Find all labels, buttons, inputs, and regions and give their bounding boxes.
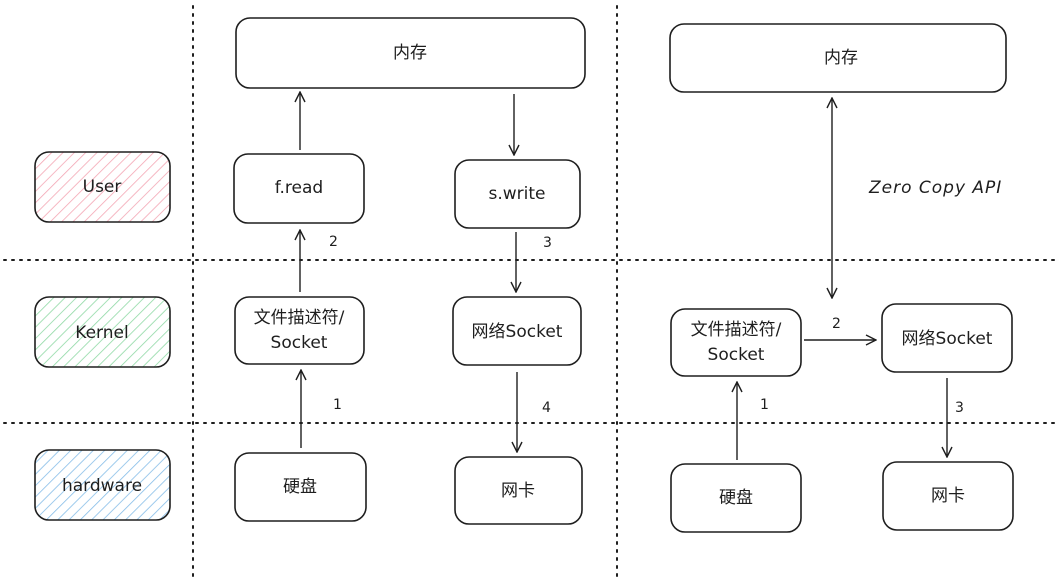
zero-copy-annotation: Zero Copy API	[868, 178, 1002, 198]
layer-user-label: User	[83, 177, 122, 197]
svg-text:网络Socket: 网络Socket	[902, 329, 993, 349]
left-step-2: 2	[329, 234, 338, 250]
svg-text:网卡: 网卡	[931, 486, 965, 506]
svg-text:网络Socket: 网络Socket	[472, 322, 563, 342]
left-nic-box: 网卡	[454, 456, 583, 525]
right-disk-box: 硬盘	[670, 463, 802, 533]
svg-text:内存: 内存	[393, 43, 427, 63]
left-disk-box: 硬盘	[234, 452, 367, 522]
right-step-2: 2	[832, 316, 841, 332]
svg-text:文件描述符/: 文件描述符/	[691, 320, 782, 340]
svg-text:s.write: s.write	[488, 184, 545, 204]
layer-kernel: Kernel	[34, 296, 171, 368]
right-memory-box: 内存	[669, 23, 1007, 93]
left-fread-box: f.read	[233, 153, 365, 224]
layer-user: User	[34, 151, 171, 223]
left-file-descriptor-box: 文件描述符/ Socket	[234, 296, 365, 365]
svg-text:Socket: Socket	[708, 345, 765, 365]
left-swrite-box: s.write	[454, 159, 581, 229]
left-memory-box: 内存	[235, 17, 586, 89]
svg-text:硬盘: 硬盘	[283, 477, 317, 497]
layer-kernel-label: Kernel	[75, 323, 128, 343]
right-step-1: 1	[760, 397, 769, 413]
svg-text:内存: 内存	[824, 48, 858, 68]
right-file-descriptor-box: 文件描述符/ Socket	[670, 308, 802, 377]
svg-text:网卡: 网卡	[501, 481, 535, 501]
svg-text:硬盘: 硬盘	[719, 488, 753, 508]
left-step-4: 4	[542, 400, 551, 416]
right-step-3: 3	[955, 400, 964, 416]
layer-hardware-label: hardware	[62, 476, 142, 496]
left-step-3: 3	[543, 235, 552, 251]
right-nic-box: 网卡	[882, 461, 1014, 531]
right-net-socket-box: 网络Socket	[881, 303, 1013, 373]
svg-text:f.read: f.read	[275, 178, 323, 198]
left-net-socket-box: 网络Socket	[452, 296, 582, 366]
svg-text:Socket: Socket	[271, 333, 328, 353]
left-step-1: 1	[333, 397, 342, 413]
svg-text:文件描述符/: 文件描述符/	[254, 308, 345, 328]
layer-hardware: hardware	[34, 449, 171, 521]
